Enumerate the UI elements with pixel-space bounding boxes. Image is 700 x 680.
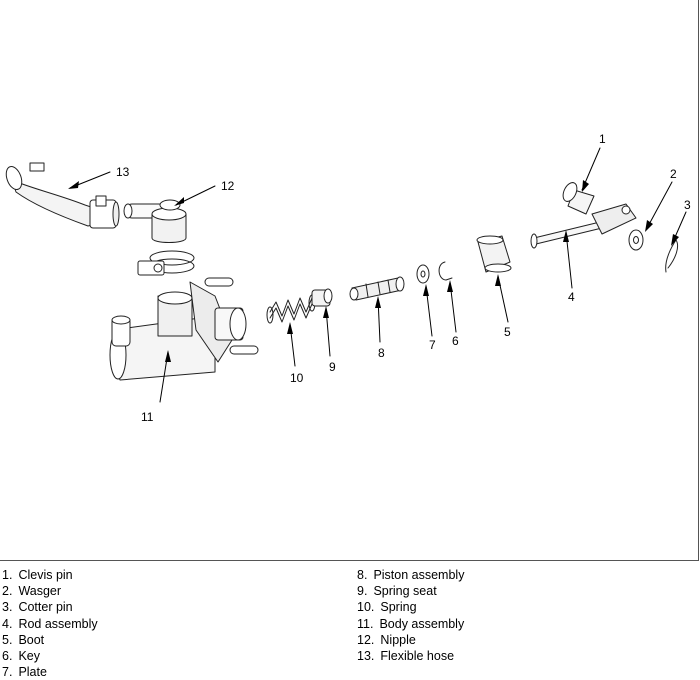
- callout-9: 9: [329, 360, 336, 374]
- spring-seat-part: [311, 288, 333, 307]
- washer-part: [628, 229, 644, 251]
- legend-item: 7.Plate: [2, 665, 47, 680]
- legend-item: 11.Body assembly: [357, 616, 465, 631]
- legend-item: 8.Piston assembly: [357, 568, 465, 582]
- callout-6: 6: [452, 334, 459, 348]
- legend-item: 1.Clevis pin: [2, 568, 73, 582]
- legend-item: 12.Nipple: [357, 632, 416, 647]
- callout-1: 1: [599, 132, 606, 146]
- parts-legend-right: 8.Piston assembly 9.Spring seat 10.Sprin…: [357, 567, 464, 664]
- parts-legend-left: 1.Clevis pin 2.Wasger 3.Cotter pin 4.Rod…: [2, 567, 98, 680]
- callout-4: 4: [568, 290, 575, 304]
- rod-assembly-part: [530, 203, 637, 249]
- callout-numbers: 13 12 11 10 9 8 7 6 5 4 1 2 3: [116, 132, 691, 424]
- legend-item: 9.Spring seat: [357, 584, 437, 599]
- body-assembly-part: [109, 277, 259, 381]
- legend-item: 6.Key: [2, 649, 40, 664]
- callout-2: 2: [670, 167, 677, 181]
- diagram-frame: 13 12 11 10 9 8 7 6 5 4 1 2 3: [0, 0, 699, 561]
- legend-item: 10.Spring: [357, 600, 417, 615]
- clamp-rings: [137, 250, 195, 276]
- flexible-hose-part: [5, 162, 120, 229]
- nipple-part: [123, 199, 187, 243]
- callout-13: 13: [116, 165, 130, 179]
- callout-3: 3: [684, 198, 691, 212]
- spring-part: [266, 294, 316, 324]
- callout-8: 8: [378, 346, 385, 360]
- piston-assembly-part: [349, 276, 405, 301]
- plate-part: [416, 264, 430, 284]
- callout-5: 5: [504, 325, 511, 339]
- legend-item: 3.Cotter pin: [2, 600, 73, 615]
- callout-7: 7: [429, 338, 436, 352]
- callout-12: 12: [221, 179, 235, 193]
- key-part: [438, 261, 453, 281]
- leader-arrowheads: [68, 180, 679, 362]
- legend-item: 4.Rod assembly: [2, 616, 98, 631]
- boot-part: [476, 235, 512, 273]
- legend-item: 2.Wasger: [2, 584, 62, 599]
- legend-item: 5.Boot: [2, 632, 45, 647]
- exploded-view-diagram: 13 12 11 10 9 8 7 6 5 4 1 2 3: [5, 132, 691, 424]
- callout-11: 11: [141, 410, 154, 424]
- legend-item: 13.Flexible hose: [357, 649, 455, 664]
- callout-10: 10: [290, 371, 304, 385]
- clevis-pin-part: [562, 182, 595, 215]
